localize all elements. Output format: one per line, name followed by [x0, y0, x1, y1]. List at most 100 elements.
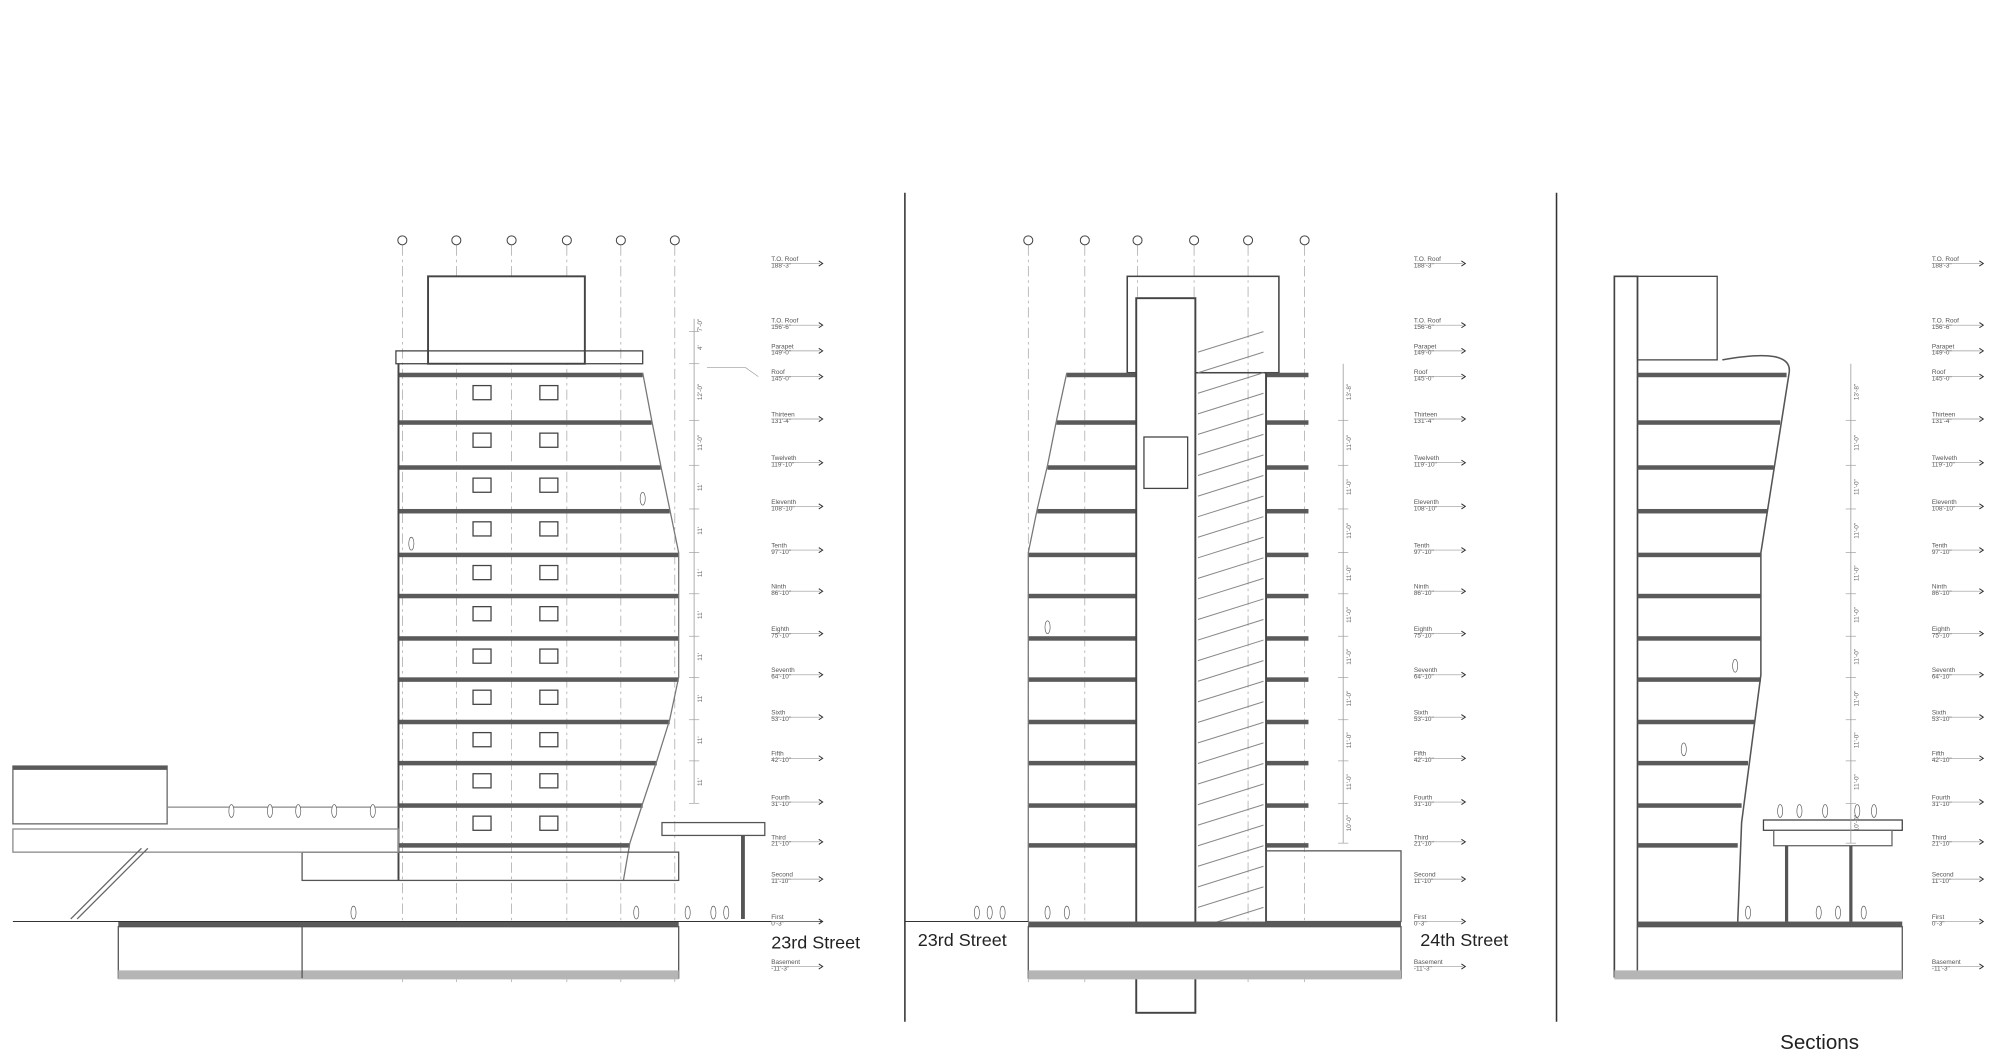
level-marker-icon	[818, 260, 824, 267]
floor-slab	[1637, 719, 1755, 725]
level-marker-icon	[1461, 588, 1467, 595]
high-line-deck	[1762, 819, 1903, 831]
dimension-label: 11'-0"	[1854, 565, 1861, 581]
section-2: 13'-8"11'-0"11'-0"11'-0"11'-0"11'-0"11'-…	[904, 235, 1508, 1014]
level-elevation: 53'-10"	[1414, 716, 1434, 723]
person-figure	[1044, 620, 1051, 634]
window	[539, 689, 559, 705]
level-name: Eleventh	[1932, 499, 1957, 506]
person-figure	[1745, 905, 1751, 920]
level-elevation: 119'-10"	[771, 462, 794, 469]
level-elevation: 53'-10"	[771, 716, 791, 723]
person-figure	[684, 905, 691, 920]
grid-bubble	[397, 235, 408, 246]
floor-slab	[398, 719, 670, 725]
floor-slab	[1637, 372, 1787, 378]
dimension-label: 13'-8"	[1854, 384, 1861, 400]
floor-slab	[398, 843, 630, 848]
shaft	[1613, 275, 1639, 978]
dimension-label: 11'-0"	[1346, 649, 1353, 665]
dimension-label: 10'-0"	[1346, 815, 1353, 831]
level-marker-icon	[1979, 918, 1985, 925]
dimension-label: 11'-0"	[1854, 607, 1861, 623]
level-name: Fourth	[771, 794, 790, 801]
person-figure	[999, 905, 1006, 920]
dimension-label: 11'	[697, 527, 704, 535]
level-name: Eighth	[771, 626, 790, 633]
level-elevation: 119'-10"	[1932, 462, 1955, 469]
level-marker-icon	[1461, 630, 1467, 637]
level-elevation: 188'-3"	[1414, 262, 1434, 269]
basement-slab	[1614, 970, 1903, 980]
level-elevation: 21'-10"	[1932, 841, 1952, 848]
level-name: Basement	[771, 959, 800, 966]
level-name: Second	[1414, 872, 1436, 879]
level-marker-icon	[1979, 322, 1985, 329]
level-elevation: 108'-10"	[1932, 505, 1955, 512]
floor-slab	[1066, 372, 1137, 378]
level-marker-icon	[818, 963, 824, 970]
level-elevation: 86'-10"	[771, 590, 791, 597]
level-marker-icon	[1461, 260, 1467, 267]
level-elevation: 21'-10"	[1414, 841, 1434, 848]
floor-slab	[1028, 677, 1137, 682]
level-elevation: 42'-10"	[771, 757, 791, 764]
floor-slab	[1637, 552, 1761, 558]
window	[539, 521, 559, 537]
level-name: Twelveth	[1414, 455, 1440, 462]
level-elevation: 75'-10"	[1414, 632, 1434, 639]
window	[472, 384, 492, 401]
dimension-label: 11'	[697, 483, 704, 491]
level-marker-icon	[818, 322, 824, 329]
level-elevation: 31'-10"	[1932, 801, 1952, 808]
level-elevation: 53'-10"	[1932, 716, 1952, 723]
level-marker-icon	[1461, 876, 1467, 883]
podium	[301, 851, 680, 882]
dimension-label: 7'-0"	[697, 319, 704, 332]
level-name: T.O. Roof	[771, 256, 798, 263]
rear-podium	[1265, 850, 1402, 923]
level-marker-icon	[1979, 838, 1985, 845]
elevated-walkway	[12, 828, 400, 853]
window	[539, 773, 559, 789]
level-name: T.O. Roof	[1932, 256, 1959, 263]
level-elevation: 131'-4"	[1932, 418, 1952, 425]
level-name: Ninth	[771, 584, 786, 591]
window	[539, 731, 559, 748]
level-marker-icon	[1461, 547, 1467, 554]
floor-slab	[1028, 843, 1137, 848]
dimension-label: 11'-0"	[1346, 523, 1353, 539]
level-marker-icon	[1979, 416, 1985, 422]
person-figure	[331, 804, 338, 818]
window	[539, 432, 559, 448]
level-marker-icon	[1979, 671, 1985, 678]
level-name: Thirteen	[1414, 411, 1438, 418]
floor-slab	[1037, 508, 1137, 514]
level-elevation: 31'-10"	[771, 801, 791, 808]
level-marker-icon	[1461, 799, 1467, 806]
window	[472, 773, 492, 789]
level-name: Ninth	[1932, 584, 1947, 591]
level-marker-icon	[1461, 671, 1467, 678]
dimension-label: 11'-0"	[1854, 774, 1861, 790]
dimension-label: 11'-0"	[1346, 732, 1353, 748]
level-marker-icon	[818, 416, 824, 422]
stair-flights	[1197, 331, 1264, 970]
grid-bubble	[506, 235, 517, 246]
level-marker-icon	[1461, 459, 1467, 466]
floor-slab	[1637, 508, 1768, 514]
level-name: Third	[1932, 834, 1947, 841]
level-marker-icon	[1461, 322, 1467, 329]
dimension-label: 11'-0"	[1854, 691, 1861, 707]
grid-bubble	[615, 235, 626, 246]
section-1: 7'-0"4'12'-0"11'-0"11'11'11'11'11'11'11'…	[12, 235, 860, 984]
dimension-label: 11'-0"	[1346, 565, 1353, 581]
level-marker-icon	[818, 588, 824, 595]
level-elevation: 119'-10"	[1414, 462, 1437, 469]
floor-slab	[1637, 420, 1781, 425]
person-figure	[986, 905, 993, 920]
person-figure	[1822, 804, 1829, 818]
level-name: First	[1932, 914, 1945, 921]
floor-slab	[1266, 372, 1309, 378]
level-marker-icon	[1979, 799, 1985, 806]
